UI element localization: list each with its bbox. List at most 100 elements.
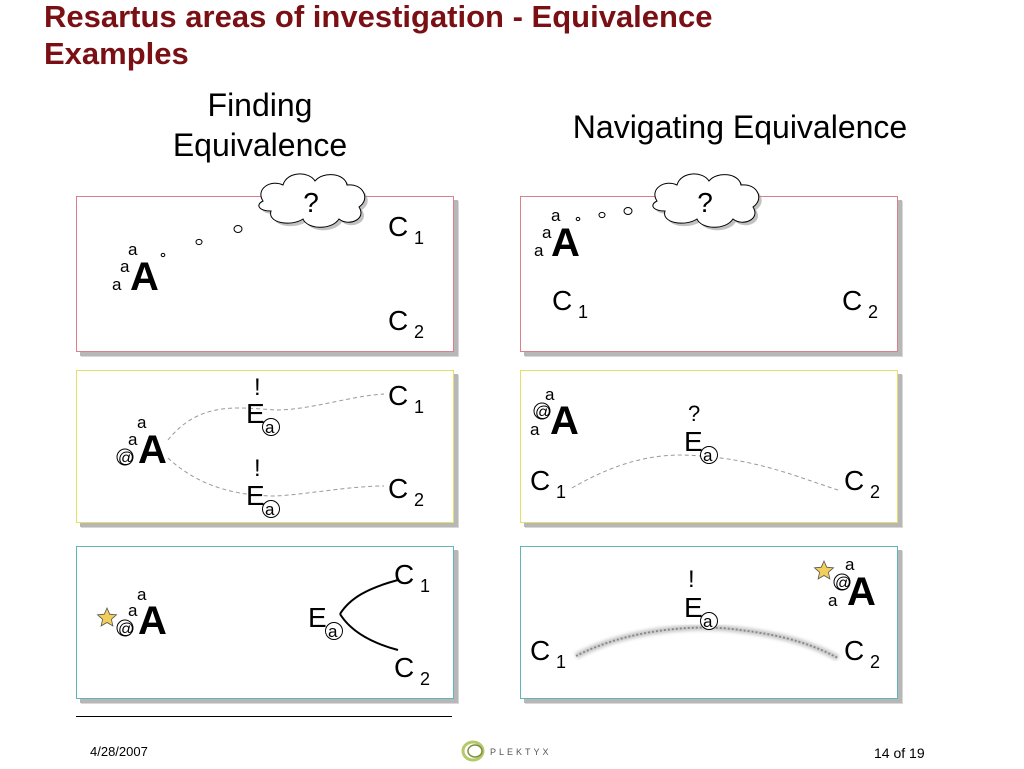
concept-c1-r3r: C 1 bbox=[530, 635, 566, 672]
svg-text:1: 1 bbox=[414, 397, 424, 417]
column-heading-navigating: Navigating Equivalence bbox=[572, 109, 908, 145]
svg-text:C: C bbox=[842, 285, 862, 316]
entity-r2r: ? E a bbox=[684, 401, 718, 465]
svg-text:E: E bbox=[308, 602, 327, 633]
svg-text:E: E bbox=[246, 398, 265, 429]
star-icon bbox=[813, 559, 835, 580]
svg-text:1: 1 bbox=[556, 652, 566, 672]
svg-text:C: C bbox=[530, 635, 550, 666]
svg-text:2: 2 bbox=[868, 302, 878, 322]
actor-group-r2l: a a @ A bbox=[116, 413, 167, 472]
svg-text:a: a bbox=[545, 385, 555, 404]
actor-group-r3r: a @ a A bbox=[813, 555, 876, 614]
svg-text:!: ! bbox=[688, 566, 695, 593]
svg-text:a: a bbox=[828, 591, 838, 610]
svg-text:@: @ bbox=[835, 575, 851, 592]
footer-divider bbox=[76, 716, 452, 717]
svg-text:a: a bbox=[137, 585, 147, 604]
svg-text:@: @ bbox=[118, 621, 134, 638]
svg-text:a: a bbox=[265, 418, 275, 437]
svg-text:a: a bbox=[128, 601, 138, 620]
concept-c2-r3l: C 2 bbox=[394, 652, 430, 689]
svg-text:1: 1 bbox=[556, 482, 566, 502]
svg-text:E: E bbox=[684, 592, 703, 623]
concept-c1-r1l: C 1 bbox=[388, 211, 424, 248]
svg-text:a: a bbox=[845, 555, 855, 574]
thought-cloud-left: ? bbox=[258, 173, 368, 231]
svg-text:2: 2 bbox=[414, 490, 424, 510]
svg-text:!: ! bbox=[254, 374, 261, 401]
concept-c2-r1l: C 2 bbox=[388, 305, 424, 342]
svg-text:a: a bbox=[534, 241, 544, 260]
svg-text:1: 1 bbox=[578, 302, 588, 322]
slide-title: Resartus areas of investigation - Equiva… bbox=[44, 0, 713, 71]
concept-c2-r1r: C 2 bbox=[842, 285, 878, 322]
svg-text:C: C bbox=[394, 559, 414, 590]
svg-text:A: A bbox=[847, 570, 876, 614]
branch-links-r3l bbox=[339, 579, 399, 651]
svg-text:!: ! bbox=[254, 455, 261, 482]
svg-text:C: C bbox=[394, 652, 414, 683]
actor-group-r1r: a a a A bbox=[534, 206, 580, 265]
cloud-question: ? bbox=[303, 187, 319, 218]
dashed-links-r2l bbox=[167, 393, 385, 497]
star-icon bbox=[96, 606, 118, 627]
fuzzy-link-r3r bbox=[574, 624, 840, 661]
svg-text:a: a bbox=[137, 413, 147, 432]
svg-text:a: a bbox=[551, 206, 561, 225]
svg-text:2: 2 bbox=[870, 652, 880, 672]
svg-text:A: A bbox=[551, 221, 580, 265]
thought-cloud-right: ? bbox=[652, 173, 762, 231]
svg-text:C: C bbox=[844, 465, 864, 496]
svg-text:C: C bbox=[388, 305, 408, 336]
svg-text:a: a bbox=[703, 446, 713, 465]
attr-label: a bbox=[112, 275, 122, 294]
svg-text:a: a bbox=[530, 420, 540, 439]
entity-upper-r2l: ! E a bbox=[246, 374, 280, 437]
svg-text:C: C bbox=[388, 473, 408, 504]
svg-text:C: C bbox=[388, 211, 408, 242]
attr-label: a bbox=[128, 240, 138, 259]
panel-finding-2 bbox=[76, 370, 454, 523]
actor-group-r2r: a @ a A bbox=[530, 385, 579, 443]
svg-text:C: C bbox=[388, 380, 408, 411]
plektyx-logo: PLEKTYX bbox=[460, 738, 568, 769]
attr-label: a bbox=[120, 257, 130, 276]
svg-text:@: @ bbox=[118, 450, 134, 467]
entity-r3r: ! E a bbox=[684, 566, 718, 631]
svg-text:A: A bbox=[138, 599, 167, 643]
svg-text:E: E bbox=[246, 480, 265, 511]
footer-date: 4/28/2007 bbox=[90, 744, 148, 759]
concept-c1-r2l: C 1 bbox=[388, 380, 424, 417]
svg-text:@: @ bbox=[535, 404, 551, 421]
svg-text:A: A bbox=[550, 399, 579, 443]
svg-text:a: a bbox=[542, 223, 552, 242]
svg-text:A: A bbox=[138, 428, 167, 472]
page-number: 14 of 19 bbox=[874, 745, 925, 761]
svg-text:1: 1 bbox=[414, 228, 424, 248]
actor-label: A bbox=[130, 255, 159, 299]
entity-r3l: E a bbox=[308, 602, 343, 641]
svg-text:a: a bbox=[265, 500, 275, 519]
svg-text:2: 2 bbox=[870, 482, 880, 502]
concept-c2-r2r: C 2 bbox=[844, 465, 880, 502]
concept-c2-r2l: C 2 bbox=[388, 473, 424, 510]
svg-text:?: ? bbox=[688, 401, 700, 426]
svg-text:a: a bbox=[128, 430, 138, 449]
svg-text:a: a bbox=[328, 622, 338, 641]
svg-text:2: 2 bbox=[414, 322, 424, 342]
panel-finding-3 bbox=[76, 546, 454, 699]
concept-c1-r1r: C 1 bbox=[552, 285, 588, 322]
svg-text:2: 2 bbox=[420, 669, 430, 689]
svg-text:a: a bbox=[703, 612, 713, 631]
actor-group-r3l: a a @ A bbox=[96, 585, 167, 643]
logo-text: PLEKTYX bbox=[490, 747, 552, 757]
thought-bubbles-right bbox=[575, 207, 633, 222]
thought-bubbles-left bbox=[160, 225, 243, 258]
svg-text:C: C bbox=[552, 285, 572, 316]
svg-text:E: E bbox=[684, 426, 703, 457]
svg-text:1: 1 bbox=[420, 576, 430, 596]
concept-c1-r3l: C 1 bbox=[394, 559, 430, 596]
